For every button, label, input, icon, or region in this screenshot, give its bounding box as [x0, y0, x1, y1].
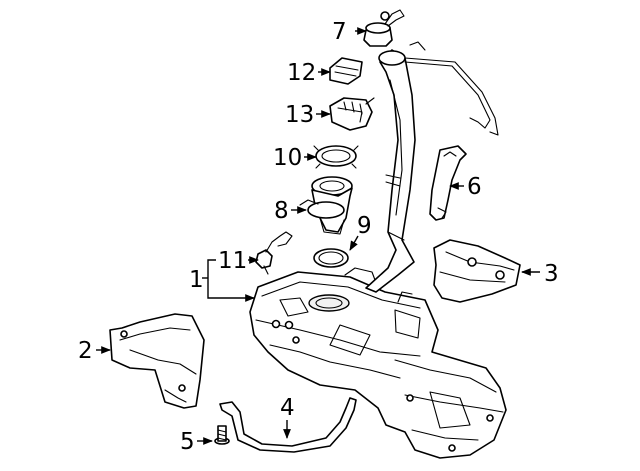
heat-shield-bracket	[429, 145, 467, 221]
filler-neck-pipe	[365, 41, 499, 293]
callout-3: 3	[544, 261, 559, 287]
callout-11: 11	[218, 248, 247, 274]
callout-8: 8	[274, 198, 289, 224]
lock-ring	[313, 145, 359, 169]
callout-4: 4	[280, 395, 295, 421]
heat-shield-right	[433, 239, 521, 303]
bolt	[214, 425, 230, 445]
seal-ring	[313, 248, 349, 268]
leader-lines	[96, 27, 540, 445]
callout-labels: 1 2 3 4 5 6 7 8 9 10 11 12 13	[78, 19, 559, 455]
fuel-tank	[249, 267, 507, 459]
sensor-wire	[255, 231, 293, 275]
fuel-pump-control-unit	[329, 97, 375, 131]
tank-strap	[219, 397, 357, 453]
callout-10: 10	[273, 145, 302, 171]
heat-shield-left	[109, 313, 205, 409]
callout-5: 5	[180, 429, 195, 455]
control-module	[329, 57, 363, 85]
fuel-pump-module	[299, 176, 353, 235]
callout-6: 6	[467, 174, 482, 200]
callout-13: 13	[285, 102, 314, 128]
callout-7: 7	[332, 19, 347, 45]
vent-valve	[363, 9, 405, 47]
callout-1: 1	[189, 267, 204, 293]
callout-9: 9	[357, 213, 372, 239]
callout-12: 12	[287, 60, 316, 86]
callout-2: 2	[78, 338, 93, 364]
